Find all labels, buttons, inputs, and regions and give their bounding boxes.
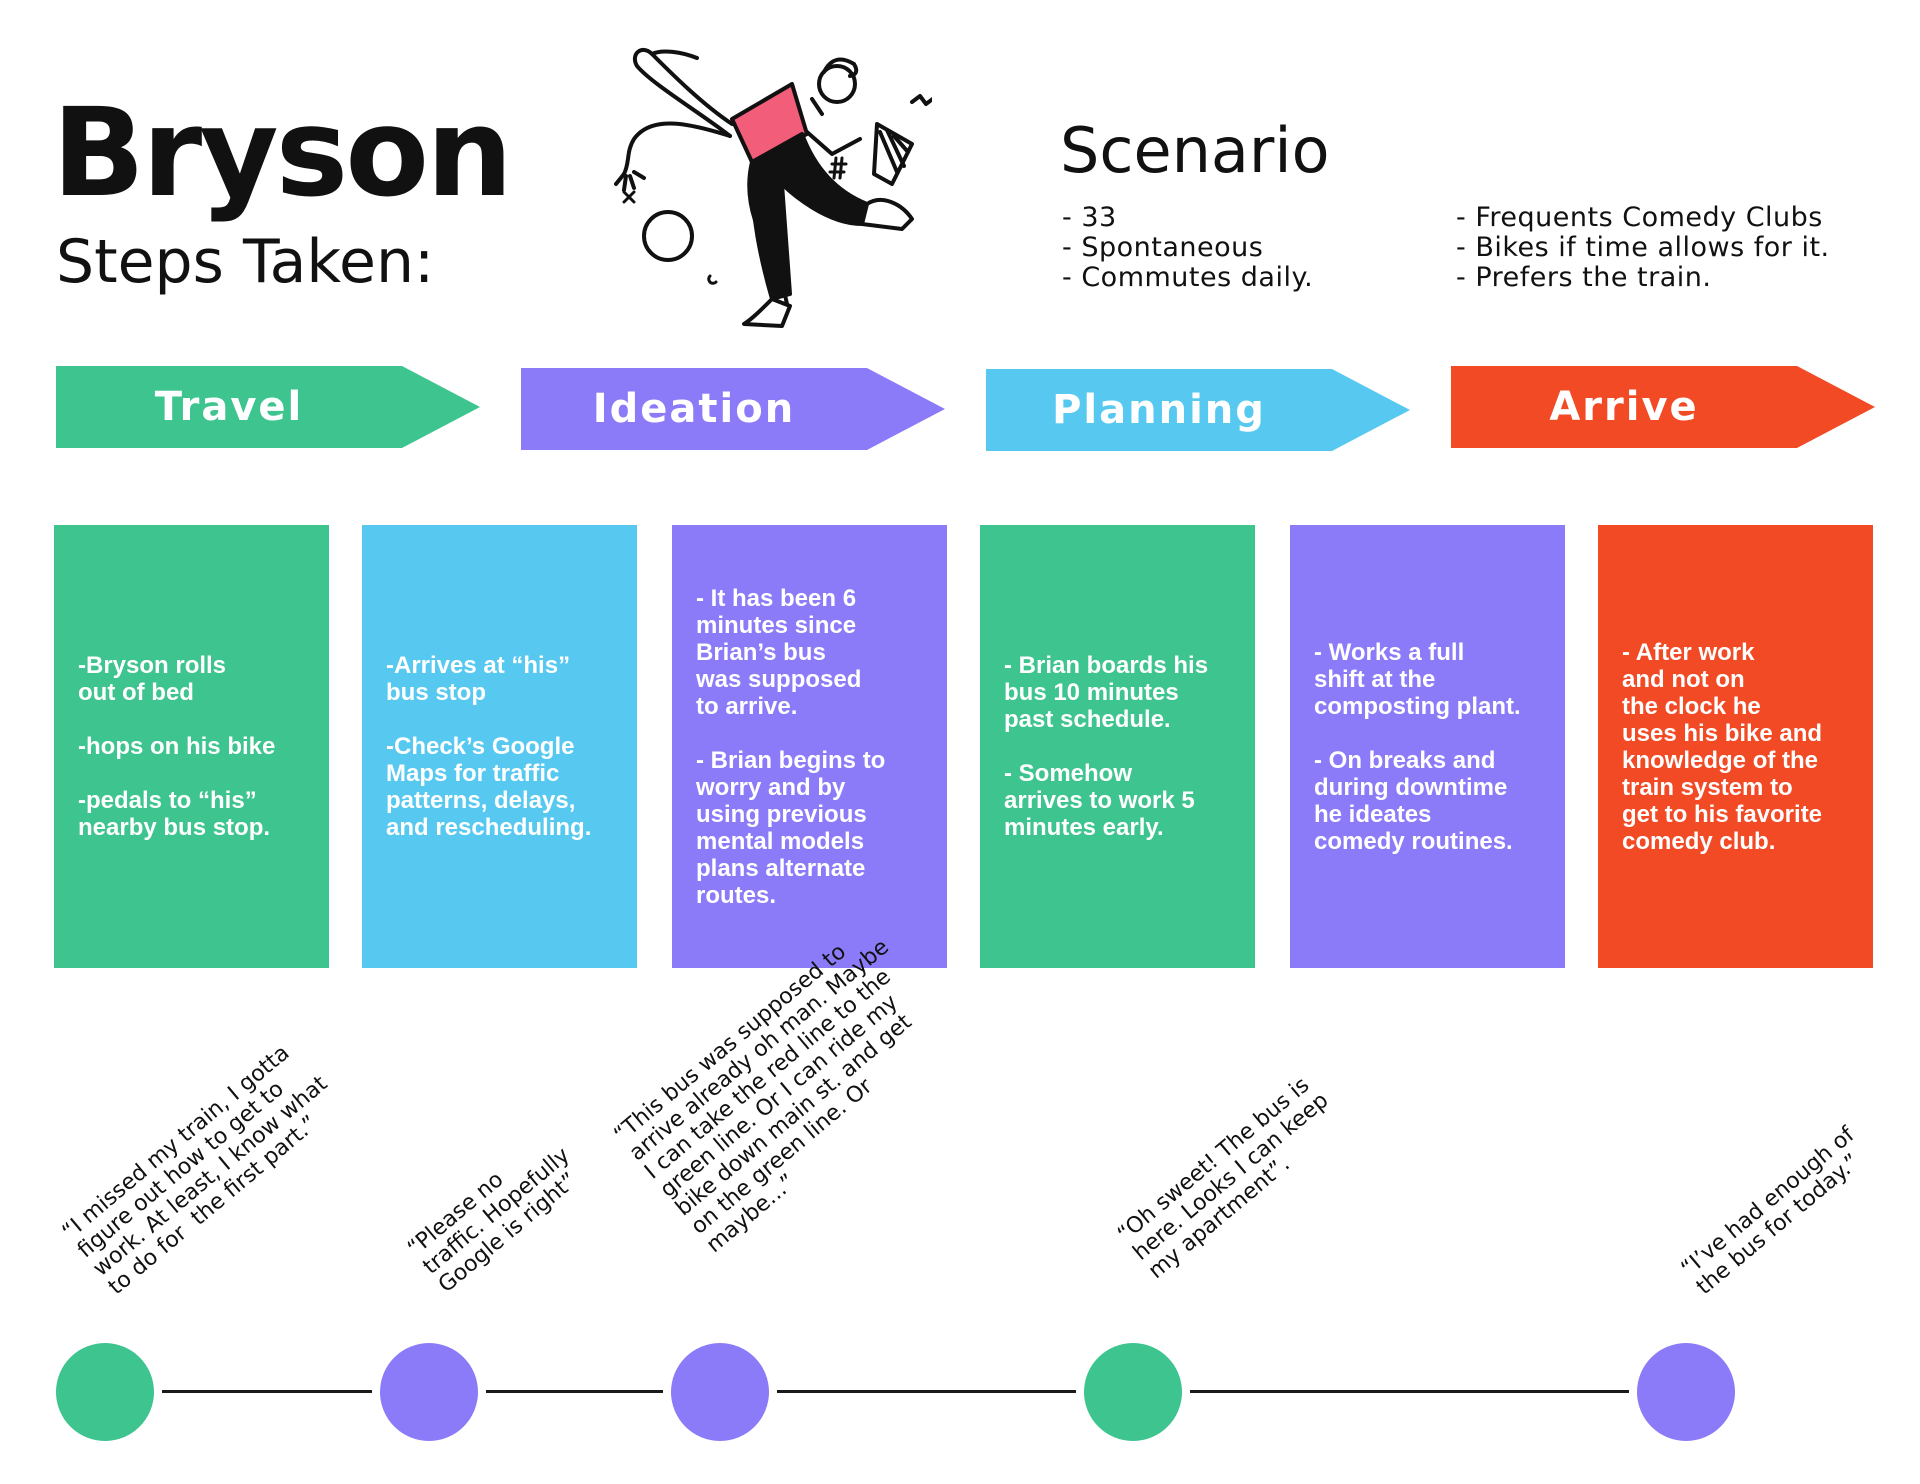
timeline-quote: “Oh sweet! The bus is here. Looks I can … xyxy=(1113,1072,1334,1284)
phase-label: Travel xyxy=(154,384,304,430)
scenario-item: - Prefers the train. xyxy=(1456,262,1712,293)
timeline-quote: “Please no traffic. Hopefully Google is … xyxy=(403,1142,582,1298)
step-card-text: - Brian begins to worry and by using pre… xyxy=(696,746,886,909)
timeline-dot xyxy=(1084,1343,1182,1441)
step-card-text: - After work and not on the clock he use… xyxy=(1622,638,1823,855)
scenario-item: - 33 xyxy=(1062,202,1117,233)
timeline-connector xyxy=(777,1390,1076,1393)
phase-arrow-ideation: Ideation xyxy=(521,368,945,450)
step-card: - After work and not on the clock he use… xyxy=(1598,525,1873,968)
timeline-connector xyxy=(486,1390,663,1393)
phase-label: Arrive xyxy=(1549,384,1699,430)
step-card: - Brian boards his bus 10 minutes past s… xyxy=(980,525,1255,968)
step-card-text: -pedals to “his” nearby bus stop. xyxy=(78,787,271,841)
step-card-text: -hops on his bike xyxy=(78,733,276,760)
step-card: -Bryson rolls out of bed -hops on his bik… xyxy=(54,525,329,968)
page-subtitle: Steps Taken: xyxy=(56,227,435,297)
scenario-item: - Frequents Comedy Clubs xyxy=(1456,202,1823,233)
timeline-connector xyxy=(162,1390,372,1393)
scenario-item: - Spontaneous xyxy=(1062,232,1264,263)
scenario-item: - Bikes if time allows for it. xyxy=(1456,232,1830,263)
scenario-list-left: - 33 - Spontaneous - Commutes daily. xyxy=(1062,203,1313,293)
step-card-text: -Arrives at “his” bus stop xyxy=(386,652,571,706)
persona-name: Bryson xyxy=(52,82,513,224)
timeline-quote: “I’ve had enough of the bus for today.” xyxy=(1676,1122,1865,1300)
step-card-text: - Brian boards his bus 10 minutes past s… xyxy=(1004,652,1209,733)
step-card-text: - Works a full shift at the composting p… xyxy=(1314,638,1521,720)
timeline-dot xyxy=(1637,1343,1735,1441)
phase-label: Ideation xyxy=(592,386,796,432)
phase-arrow-planning: Planning xyxy=(986,369,1410,451)
step-card: - Works a full shift at the composting p… xyxy=(1290,525,1565,968)
timeline-dot xyxy=(671,1343,769,1441)
timeline-dot xyxy=(56,1343,154,1441)
dancing-person-illustration xyxy=(614,47,932,328)
timeline-quote: “This bus was supposed to arrive already… xyxy=(609,934,917,1258)
phase-label: Planning xyxy=(1052,387,1266,433)
scenario-title: Scenario xyxy=(1060,114,1330,187)
step-card-text: -Bryson rolls out of bed xyxy=(78,652,227,706)
timeline-quote: “I missed my train, I gotta figure out h… xyxy=(57,1040,333,1300)
step-card-text: -Check’s Google Maps for traffic pattern… xyxy=(386,733,592,841)
phase-arrow-arrive: Arrive xyxy=(1451,366,1875,448)
scenario-item: - Commutes daily. xyxy=(1062,262,1314,293)
step-card: -Arrives at “his” bus stop -Check’s Googl… xyxy=(362,525,637,968)
step-card-text: - On breaks and during downtime he ideat… xyxy=(1314,746,1513,855)
step-card-text: - Somehow arrives to work 5 minutes earl… xyxy=(1004,760,1195,841)
phase-arrow-travel: Travel xyxy=(56,366,480,448)
step-card: - It has been 6 minutes since Brian’s bu… xyxy=(672,525,947,968)
timeline-dot xyxy=(380,1343,478,1441)
step-card-text: - It has been 6 minutes since Brian’s bu… xyxy=(696,584,862,720)
scenario-list-right: - Frequents Comedy Clubs - Bikes if time… xyxy=(1456,203,1830,293)
timeline-connector xyxy=(1190,1390,1629,1393)
